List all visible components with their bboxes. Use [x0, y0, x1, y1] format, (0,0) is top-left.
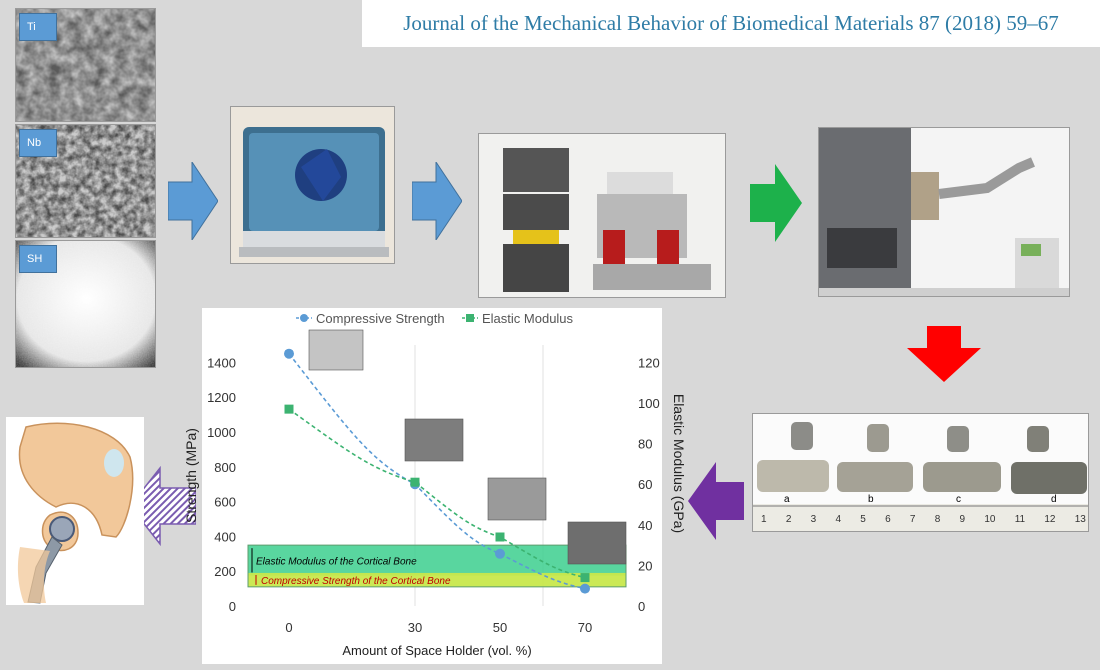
arrow-left-hatched — [129, 466, 196, 546]
furnace-photo — [818, 127, 1070, 297]
data-point-modulus — [410, 477, 420, 487]
micrograph-thumbnail — [308, 329, 364, 371]
legend-label-1: Elastic Modulus — [482, 311, 574, 326]
ruler-number: 10 — [984, 514, 996, 525]
arrow-right-green — [750, 164, 802, 242]
y2-tick-label: 120 — [638, 355, 660, 370]
ruler-number: 6 — [885, 514, 891, 525]
sem-texture-nb — [16, 125, 155, 237]
hip-implant-illustration — [6, 417, 144, 605]
data-point-modulus — [580, 573, 590, 583]
band-outline — [247, 544, 627, 588]
powder-image-nb: Nb — [15, 124, 156, 238]
furnace-illustration — [819, 128, 1069, 296]
arrow-down-red — [907, 326, 981, 382]
sem-texture-ti — [16, 9, 155, 121]
band-label-modulus: Elastic Modulus of the Cortical Bone — [256, 556, 417, 567]
powder-label-sh: SH — [19, 245, 57, 273]
arrow-right-blue-1 — [168, 162, 218, 240]
series-trend-line-0 — [288, 353, 586, 590]
y-tick-label: 200 — [214, 564, 236, 579]
y-tick-label: 400 — [214, 529, 236, 544]
series-trend-line-1 — [288, 408, 586, 579]
y2-tick-label: 20 — [638, 558, 652, 573]
arrow-left-purple — [688, 462, 744, 540]
press-die-illustration — [479, 134, 725, 297]
micrograph-thumbnail — [567, 521, 627, 565]
data-point-modulus — [495, 532, 505, 542]
x-tick-label: 30 — [408, 620, 422, 635]
powder-label-ti: Ti — [19, 13, 57, 41]
band-elastic-modulus-cortical-bone — [248, 545, 626, 576]
data-point-strength — [495, 548, 505, 559]
ruler: 1 2 3 4 5 6 7 8 9 10 11 12 13 — [761, 514, 1086, 528]
y2-tick-label: 100 — [638, 396, 660, 411]
press-die-photo — [478, 133, 726, 298]
y2-tick-label: 40 — [638, 518, 652, 533]
band-compressive-strength-cortical-bone — [248, 572, 626, 587]
y2-tick-label: 0 — [638, 599, 645, 614]
ruler-number: 3 — [810, 514, 817, 525]
micrograph-thumbnail — [404, 418, 464, 462]
y-tick-label: 1000 — [207, 425, 236, 440]
samples-photo: a b c d 1 2 3 4 5 6 7 8 9 10 11 12 13 — [752, 413, 1089, 532]
legend-label-0: Compressive Strength — [316, 311, 445, 326]
salt-texture-sh — [16, 241, 155, 367]
y-tick-label: 600 — [214, 495, 236, 510]
ruler-number: 5 — [860, 514, 866, 525]
powder-image-sh: SH — [15, 240, 156, 368]
hip-implant-drawing — [17, 422, 134, 604]
ruler-number: 8 — [934, 514, 941, 525]
arrow-right-blue-2 — [412, 162, 462, 240]
x-axis-label: Amount of Space Holder (vol. %) — [342, 643, 531, 658]
data-point-strength — [580, 583, 590, 594]
sample-label-c: c — [956, 494, 961, 505]
y2-tick-label: 60 — [638, 477, 652, 492]
samples-illustration — [753, 414, 1088, 531]
sample-label-b: b — [868, 494, 874, 505]
legend-marker-1 — [466, 314, 474, 322]
mixer-photo — [230, 106, 395, 264]
ruler-number: 2 — [785, 514, 792, 525]
x-tick-label: 50 — [493, 620, 507, 635]
y-tick-label: 1200 — [207, 390, 236, 405]
powder-image-ti: Ti — [15, 8, 156, 122]
ruler-number: 13 — [1074, 514, 1086, 525]
ruler-number: 12 — [1044, 514, 1056, 525]
journal-citation: Journal of the Mechanical Behavior of Bi… — [362, 0, 1100, 47]
chart-panel — [202, 308, 662, 664]
ruler-number: 1 — [761, 514, 767, 525]
ruler-number: 11 — [1014, 514, 1026, 525]
micrograph-thumbnail — [487, 477, 547, 521]
sample-label-d: d — [1051, 494, 1057, 505]
ruler-number: 9 — [959, 514, 966, 525]
x-tick-label: 70 — [578, 620, 592, 635]
data-point-strength — [284, 348, 294, 359]
sample-label-a: a — [784, 494, 790, 505]
cylinder-samples — [791, 422, 1049, 452]
y-tick-label: 0 — [229, 599, 236, 614]
mixer-illustration — [231, 107, 394, 263]
y2-tick-label: 80 — [638, 437, 652, 452]
ruler-number: 7 — [909, 514, 916, 525]
bar-samples — [757, 460, 1087, 494]
powder-label-nb: Nb — [19, 129, 57, 157]
y-tick-label: 1400 — [207, 355, 236, 370]
y2-axis-label: Elastic Modulus (GPa) — [671, 394, 687, 533]
ruler-number: 4 — [835, 514, 841, 525]
y-tick-label: 800 — [214, 460, 236, 475]
band-label-strength: Compressive Strength of the Cortical Bon… — [261, 576, 451, 587]
legend-marker-0 — [300, 314, 308, 322]
y-axis-label: Strength (MPa) — [183, 428, 199, 523]
data-point-modulus — [284, 404, 294, 414]
x-tick-label: 0 — [285, 620, 292, 635]
